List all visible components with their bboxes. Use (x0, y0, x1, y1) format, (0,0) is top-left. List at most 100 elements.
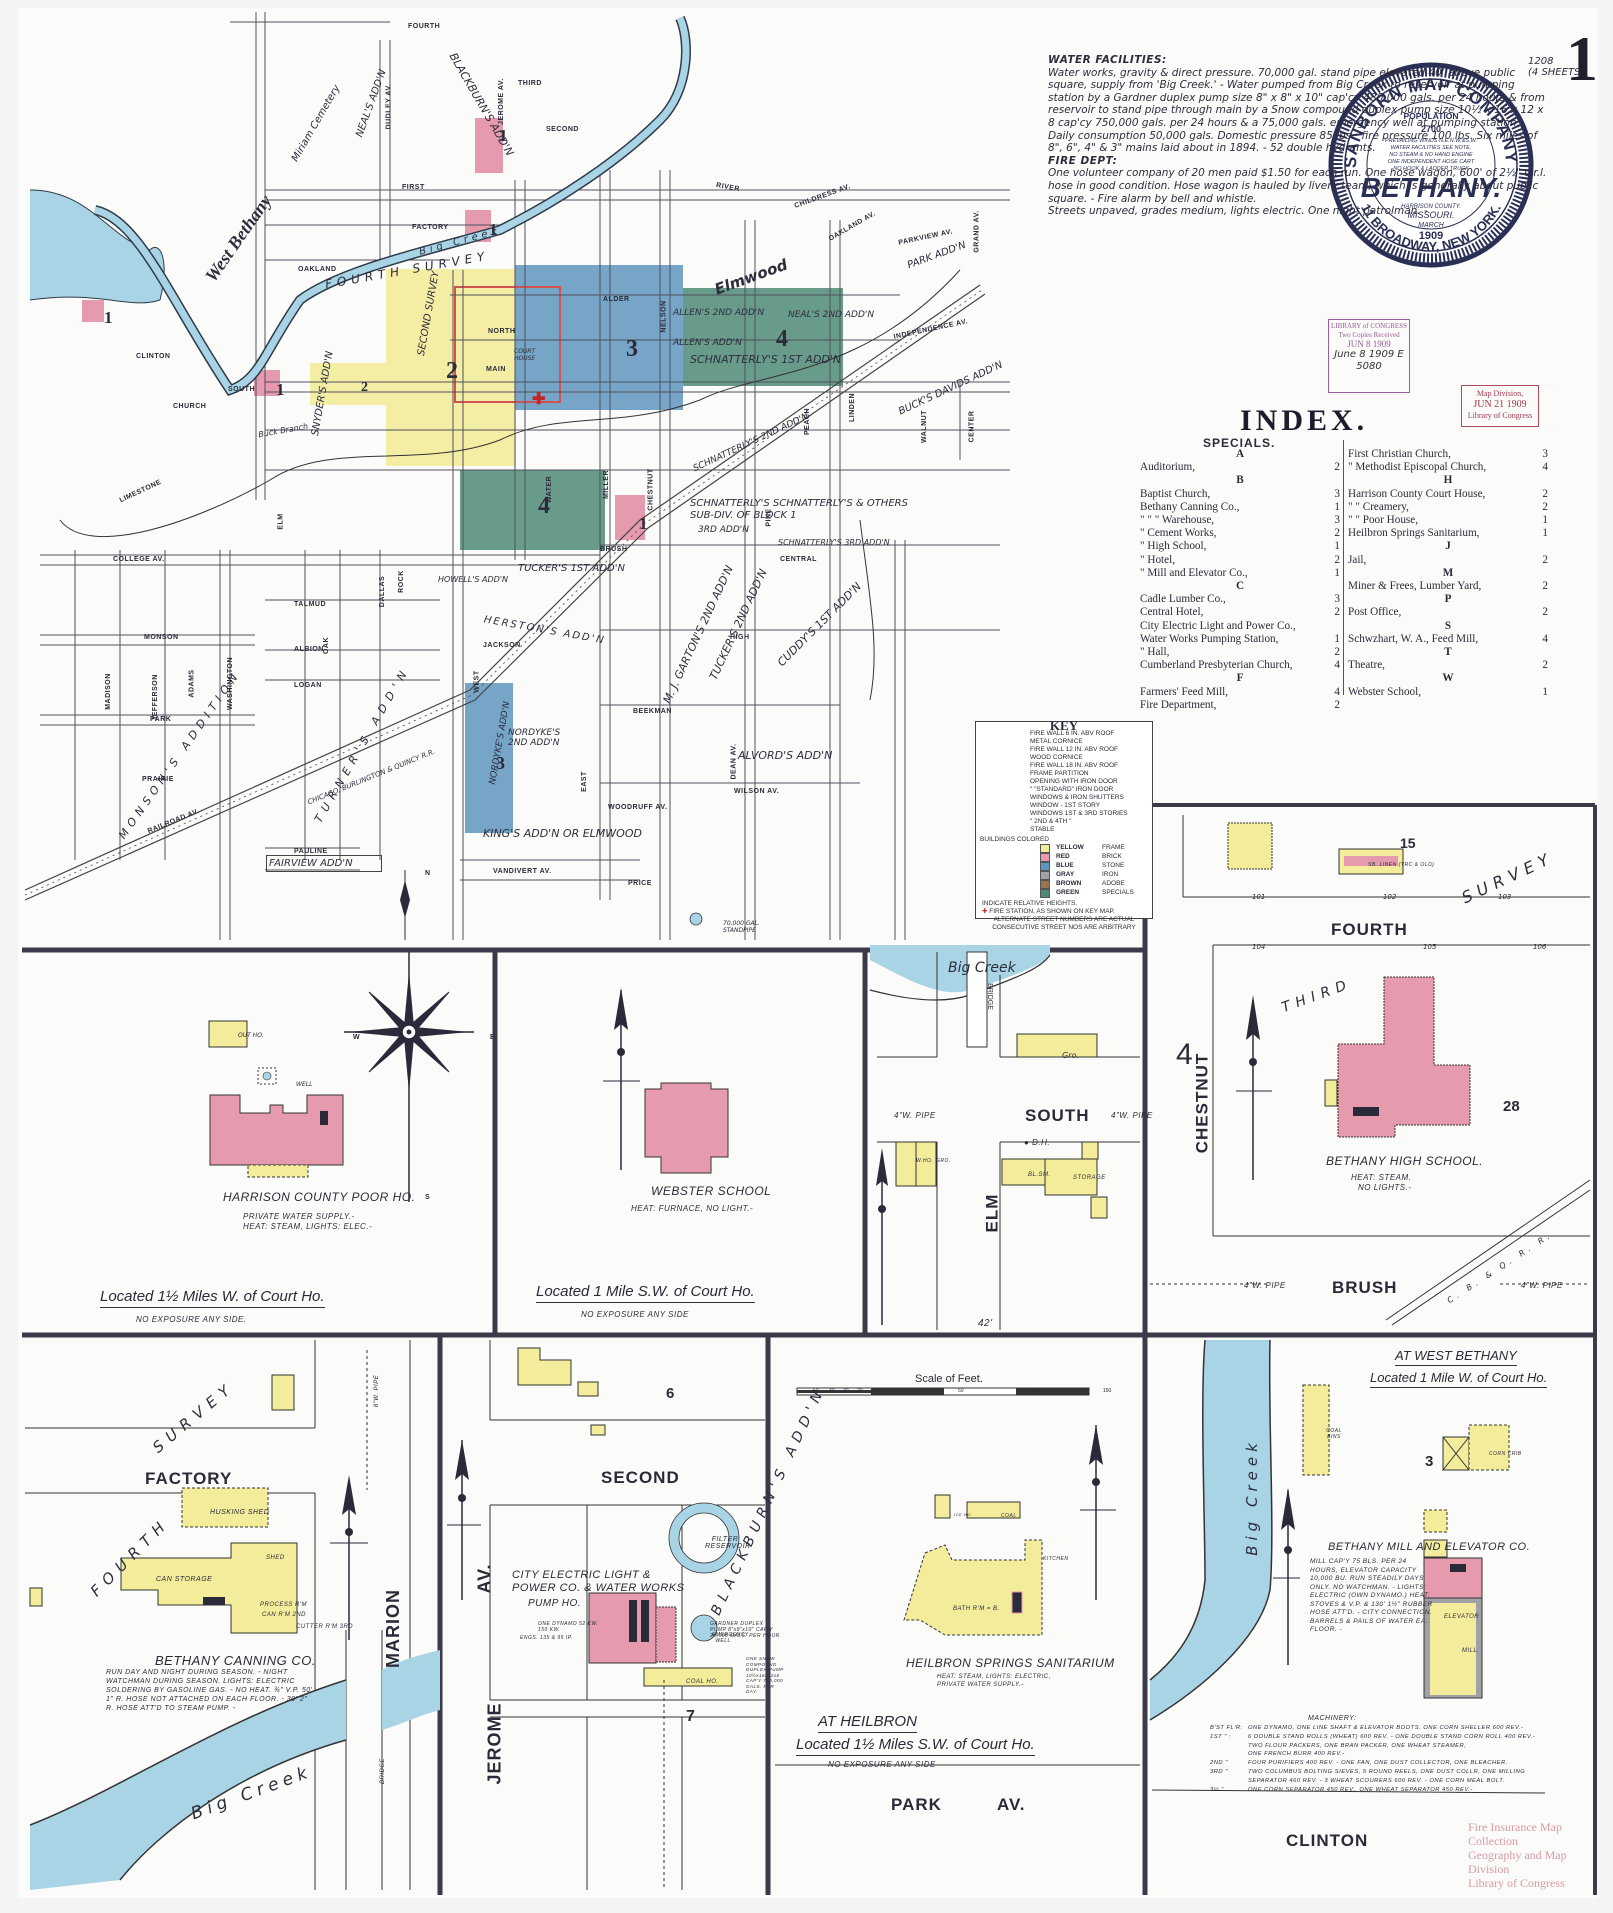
specials-heading: SPECIALS. (1203, 436, 1276, 450)
street-number: 106 (1533, 943, 1547, 951)
street-label: SECOND (546, 126, 579, 133)
compass-south: S (425, 1194, 430, 1201)
index-letter: P (1444, 593, 1452, 606)
scale-bar: 50 40 30 20 10 0 50 100 150 (813, 1388, 1112, 1394)
scale-title: Scale of Feet. (915, 1373, 983, 1385)
canning-co-notes: RUN DAY AND NIGHT DURING SEASON. - NIGHT… (106, 1669, 313, 1712)
index-entry-sheet: 1 (1542, 514, 1548, 527)
building-label: SB. LINEN (YRC & OLD) (1368, 862, 1435, 868)
index-entry-name: Cumberland Presbyterian Church, (1140, 659, 1293, 672)
index-entry-sheet: 1 (1542, 685, 1548, 698)
index-entry-name: Webster School, (1348, 685, 1422, 698)
index-entry-sheet: 2 (1542, 487, 1548, 500)
key-item: WINDOW - 1ST STORY (1030, 802, 1101, 809)
key-heights: INDICATE RELATIVE HEIGHTS. (982, 900, 1078, 907)
index-entry-name: Auditorium, (1140, 461, 1196, 474)
area-label: ALLEN'S ADD'N (673, 338, 742, 348)
key-item: OPENING WITH IRON DOOR (1030, 778, 1118, 785)
block-number: 28 (1503, 1098, 1520, 1115)
street-south: SOUTH (1025, 1106, 1090, 1125)
street-second: SECOND (601, 1468, 680, 1487)
index-entry: Auditorium,2 (1140, 461, 1340, 474)
index-entry-sheet: 4 (1334, 685, 1340, 698)
creek-label: Big Creek (1242, 1438, 1261, 1556)
street-label: SOUTH (228, 386, 255, 393)
water-facilities-heading: WATER FACILITIES: (1048, 54, 1167, 66)
index-entry: " " " Warehouse,3 (1140, 514, 1340, 527)
building-label: BL.SM. (1028, 1172, 1051, 1178)
index-letter: W (1442, 672, 1454, 685)
street-label: WOODRUFF AV. (608, 804, 668, 811)
street-label: LOGAN (294, 682, 322, 689)
color-swatch (1040, 880, 1050, 889)
index-entry: Bethany Canning Co.,1 (1140, 501, 1340, 514)
bridge-label: BRIDGE (985, 983, 993, 1010)
index-entry: Theatre,2 (1348, 659, 1548, 672)
adjoining-sheet-number: 4 (1176, 1038, 1193, 1071)
street-label: PAULINE (294, 848, 328, 855)
key-item: FRAME PARTITION (1030, 770, 1089, 777)
svg-text:POPULATION: POPULATION (1403, 111, 1458, 121)
pump-house-title: CITY ELECTRIC LIGHT & POWER CO. & WATER … (512, 1569, 685, 1594)
machinery-list: B'ST FL'R:ONE DYNAMO, ONE LINE SHAFT & E… (1210, 1724, 1610, 1794)
mill-at-label: AT WEST BETHANY (1395, 1348, 1517, 1366)
high-school-note: NO LIGHTS.- (1358, 1183, 1412, 1192)
area-label: HOWELL'S ADD'N (438, 575, 508, 584)
sheet-number: 1 (1566, 23, 1598, 94)
svg-text:PREVAILING WINDS N.E.N.W.&S.W.: PREVAILING WINDS N.E.N.W.&S.W. (1385, 138, 1477, 144)
building-label: MILL (1462, 1648, 1478, 1654)
bridge-label: BRIDGE (380, 1757, 387, 1785)
index-entry-name: " High School, (1140, 540, 1207, 553)
svg-text:NO STEAM & NO HAND ENGINE: NO STEAM & NO HAND ENGINE (1389, 152, 1473, 158)
color-swatch (1040, 853, 1050, 862)
street-label: TALMUD (294, 601, 327, 608)
index-entry-sheet: 2 (1542, 500, 1548, 513)
streets-text: Streets unpaved, grades medium, lights e… (1048, 205, 1428, 218)
key-item: FIRE WALL 6 IN. ABV ROOF (1030, 730, 1115, 737)
street-label: MADISON (104, 673, 112, 710)
street-label: WEST (473, 670, 481, 693)
index-entry: Water Works Pumping Station,1 (1140, 633, 1340, 646)
index-title: INDEX. (1240, 404, 1369, 437)
index-entry: Cadle Lumber Co.,3 (1140, 593, 1340, 606)
street-label: WALNUT (920, 410, 928, 443)
building-label: COAL BINS (1326, 1428, 1342, 1440)
sheet-marker-1: 1 (639, 514, 648, 533)
index-entry-name: Miner & Frees, Lumber Yard, (1348, 580, 1482, 593)
index-entry-name: Farmers' Feed Mill, (1140, 685, 1229, 698)
index-entry-sheet: 1 (1334, 632, 1340, 645)
machinery-heading: MACHINERY: (1308, 1715, 1357, 1722)
poor-house-location: Located 1½ Miles W. of Court Ho. (100, 1288, 325, 1308)
building-label: CORN CRIB (1489, 1451, 1522, 1457)
color-swatch (1040, 889, 1050, 898)
key-item: WINDOWS 1ST & 3RD STORIES (1030, 810, 1128, 817)
heilbron-note: PRIVATE WATER SUPPLY.- (937, 1682, 1024, 1688)
street-label: BRUSH (600, 546, 628, 553)
index-entry-sheet: 1 (1542, 527, 1548, 540)
key-item: FIRE WALL 18 IN. ABV ROOF (1030, 762, 1119, 769)
key-item: WOOD CORNICE (1030, 754, 1083, 761)
area-label: TUCKER'S 1ST ADD'N (518, 563, 625, 574)
street-brush: BRUSH (1332, 1278, 1398, 1297)
water-pipe-label: 8"W. PIPE (374, 1374, 381, 1408)
hydrant-label: ● D.H. (1024, 1138, 1051, 1147)
index-entry: City Electric Light and Power Co., (1140, 620, 1340, 633)
index-letter: F (1236, 672, 1244, 685)
index-entry-sheet: 3 (1334, 593, 1340, 606)
pump-house-sub: PUMP HO. (528, 1598, 582, 1609)
svg-text:WATER FACILITIES SEE NOTE.: WATER FACILITIES SEE NOTE. (1391, 145, 1472, 151)
index-letter: C (1235, 580, 1245, 593)
sheet-marker-4: 4 (538, 493, 550, 519)
svg-text:BETHANY.: BETHANY. (1361, 172, 1502, 203)
color-swatch (1040, 862, 1050, 871)
poor-house-note: HEAT: STEAM, LIGHTS: ELEC.- (243, 1222, 373, 1231)
building-label: SHED (266, 1555, 285, 1561)
key-item: " "STANDARD" IRON DOOR (1030, 786, 1114, 793)
map-linework (22, 12, 1597, 1895)
street-jerome: JEROME (484, 1702, 505, 1785)
index-entry-sheet: 2 (1334, 646, 1340, 659)
key-title: KEY (1049, 718, 1079, 733)
machinery-row: 3½ "ONE CORN SEPARATOR 450 REV., ONE WHE… (1210, 1786, 1473, 1793)
